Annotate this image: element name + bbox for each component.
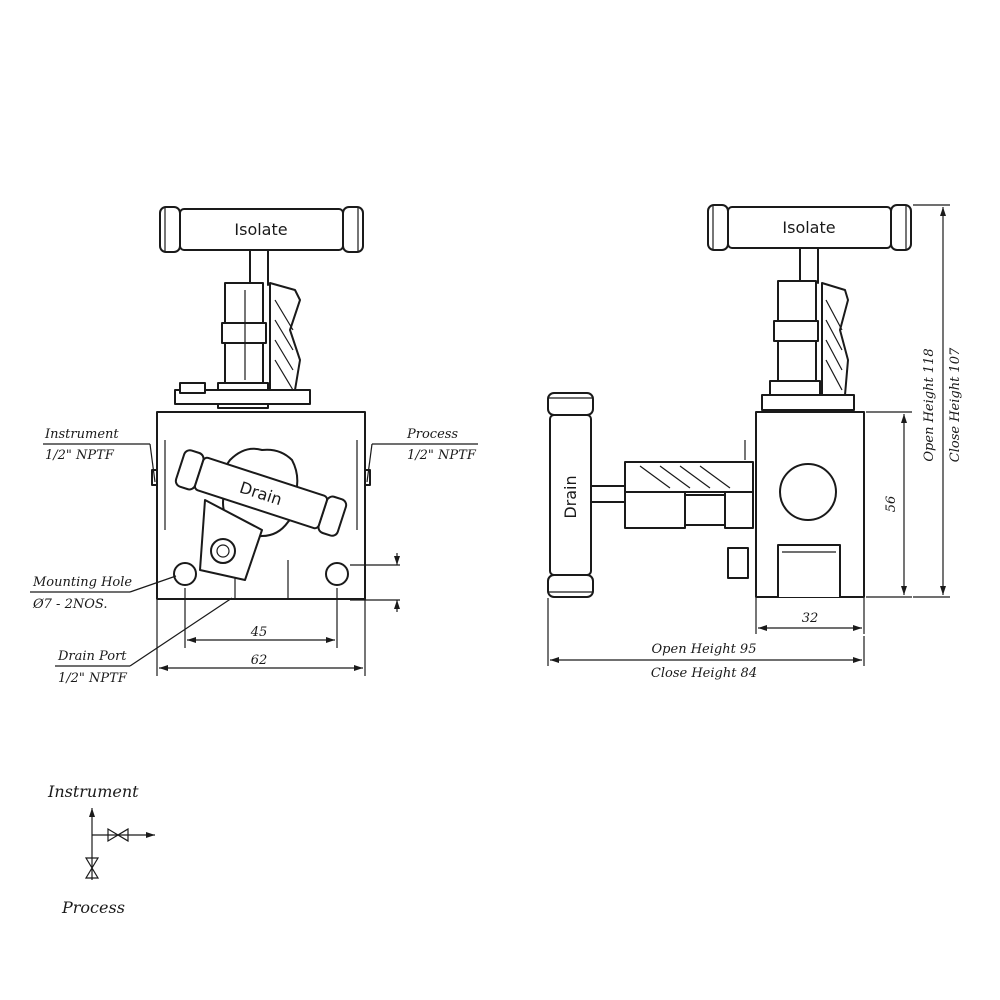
side-drain-label: Drain bbox=[561, 475, 580, 518]
dim-45: 45 bbox=[184, 588, 338, 648]
front-view: Isolate bbox=[30, 206, 478, 686]
svg-text:Process: Process bbox=[406, 427, 458, 442]
dim-open-close-width: Open Height 95 Close Height 84 bbox=[547, 598, 865, 681]
front-isolate-handle: Isolate bbox=[159, 206, 364, 253]
front-bonnet bbox=[174, 249, 311, 409]
svg-text:Drain Port: Drain Port bbox=[57, 649, 127, 664]
side-bottom-port bbox=[777, 544, 841, 598]
flow-schematic: Instrument Process bbox=[47, 782, 155, 917]
mounting-hole-left bbox=[173, 562, 197, 586]
mounting-hole-callout: Mounting Hole Ø7 - 2NOS. bbox=[30, 575, 177, 612]
side-port-circle bbox=[779, 463, 837, 521]
svg-text:1/2" NPTF: 1/2" NPTF bbox=[407, 448, 477, 463]
side-bonnet bbox=[761, 247, 855, 411]
svg-text:45: 45 bbox=[250, 625, 268, 640]
front-isolate-label: Isolate bbox=[234, 220, 287, 239]
side-drain-stem bbox=[591, 440, 754, 579]
schematic-process-label: Process bbox=[61, 898, 125, 917]
dim-62: 62 bbox=[156, 600, 366, 676]
front-port-details bbox=[151, 440, 371, 600]
side-drain-handle: Drain bbox=[547, 392, 594, 598]
svg-text:1/2" NPTF: 1/2" NPTF bbox=[58, 671, 128, 686]
schematic-drain-valve-icon bbox=[107, 827, 129, 843]
svg-text:1/2" NPTF: 1/2" NPTF bbox=[45, 448, 115, 463]
svg-text:32: 32 bbox=[802, 611, 819, 626]
svg-text:Open Height 118: Open Height 118 bbox=[922, 348, 937, 461]
front-drain-handle: Drain bbox=[174, 449, 348, 537]
side-isolate-label: Isolate bbox=[782, 218, 835, 237]
svg-text:62: 62 bbox=[251, 653, 268, 668]
schematic-isolate-valve-icon bbox=[84, 857, 100, 879]
svg-text:Instrument: Instrument bbox=[44, 427, 119, 442]
svg-text:56: 56 bbox=[884, 496, 899, 513]
svg-text:Close Height 84: Close Height 84 bbox=[651, 666, 757, 681]
svg-text:Open Height 95: Open Height 95 bbox=[652, 642, 757, 657]
svg-text:Mounting Hole: Mounting Hole bbox=[32, 575, 132, 590]
svg-text:Close Height 107: Close Height 107 bbox=[948, 347, 963, 462]
schematic-instrument-label: Instrument bbox=[47, 782, 139, 801]
instrument-callout: Instrument 1/2" NPTF bbox=[43, 427, 156, 483]
dim-56: 56 bbox=[866, 411, 912, 598]
mounting-hole-right bbox=[325, 562, 349, 586]
dim-32: 32 bbox=[755, 598, 865, 634]
dim-open-close-height: Open Height 118 Close Height 107 bbox=[913, 204, 963, 598]
front-drain-nut bbox=[210, 538, 236, 564]
side-view: Isolate bbox=[547, 204, 963, 681]
drain-port-callout: Drain Port 1/2" NPTF bbox=[55, 597, 233, 686]
process-callout: Process 1/2" NPTF bbox=[366, 427, 478, 483]
svg-text:Ø7 - 2NOS.: Ø7 - 2NOS. bbox=[32, 597, 107, 612]
side-isolate-handle: Isolate bbox=[707, 204, 912, 251]
